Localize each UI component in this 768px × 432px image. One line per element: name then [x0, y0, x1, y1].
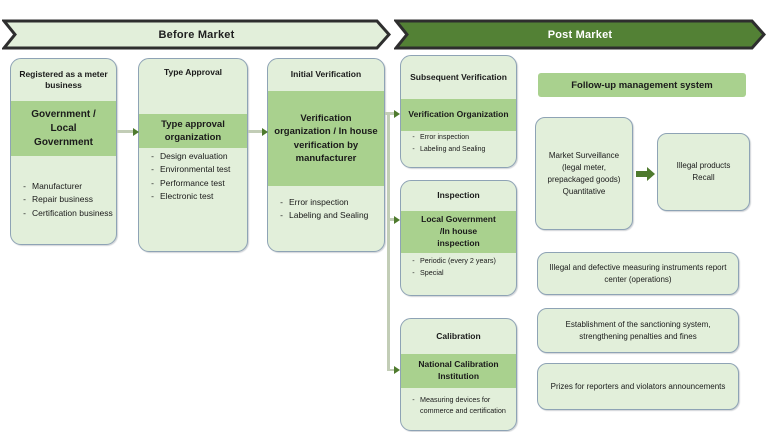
- registered-business-box: Registered as a meter business Governmen…: [10, 58, 117, 245]
- list-item: Periodic (every 2 years): [407, 256, 514, 267]
- illegal-products-text: Illegal products Recall: [676, 161, 731, 182]
- list-item: Repair business: [17, 193, 114, 205]
- list-item: Certification business: [17, 207, 114, 219]
- connector-to-inspection: [389, 218, 394, 221]
- sanctioning-text: Establishment of the sanctioning system,…: [565, 319, 711, 341]
- list-item: Error inspection: [274, 196, 382, 208]
- registered-list: Manufacturer Repair business Certificati…: [11, 156, 116, 222]
- arrowhead-icon: [133, 127, 139, 136]
- connector-type-approval-to-initial-verification: [248, 130, 263, 133]
- list-item: Design evaluation: [145, 150, 245, 162]
- type-approval-band: Type approval organization: [139, 114, 247, 148]
- subsequent-verification-title: Subsequent Verification: [410, 71, 507, 82]
- prizes-box: Prizes for reporters and violators annou…: [537, 363, 739, 410]
- connector-vertical-trunk: [387, 112, 390, 371]
- illegal-products-recall-box: Illegal products Recall: [657, 133, 750, 211]
- inspection-list: Periodic (every 2 years) Special: [401, 253, 516, 282]
- before-market-arrow-shape: [2, 19, 391, 50]
- list-item: Error inspection: [407, 133, 514, 144]
- list-item: Environmental test: [145, 163, 245, 175]
- calibration-title: Calibration: [436, 330, 481, 341]
- initial-verification-title: Initial Verification: [290, 69, 362, 80]
- followup-header: Follow-up management system: [538, 73, 746, 97]
- initial-verification-list: Error inspection Labeling and Sealing: [268, 186, 384, 225]
- initial-verification-band: Verification organization / In house ver…: [268, 91, 384, 186]
- prizes-text: Prizes for reporters and violators annou…: [550, 381, 726, 391]
- arrowhead-icon: [262, 127, 268, 136]
- type-approval-title: Type Approval: [163, 67, 223, 77]
- subsequent-verification-box: Subsequent Verification Verification Org…: [400, 55, 517, 168]
- registered-title: Registered as a meter business: [19, 68, 108, 90]
- before-market-label: Before Market: [158, 28, 235, 41]
- before-market-banner: Before Market: [2, 19, 391, 50]
- inspection-title: Inspection: [437, 190, 480, 201]
- list-item: Performance test: [145, 177, 245, 189]
- type-approval-list: Design evaluation Environmental test Per…: [139, 148, 247, 205]
- registered-band: Government / Local Government: [11, 101, 116, 156]
- list-item: Labeling and Sealing: [274, 209, 382, 221]
- arrowhead-icon: [394, 109, 400, 118]
- sanctioning-system-box: Establishment of the sanctioning system,…: [537, 308, 739, 353]
- connector-initial-to-subsequent-verification: [385, 112, 394, 115]
- initial-verification-box: Initial Verification Verification organi…: [267, 58, 385, 252]
- post-market-banner: Post Market: [394, 19, 766, 50]
- market-surveillance-box: Market Surveillance (legal meter, prepac…: [535, 117, 633, 230]
- inspection-band: Local Government /In house inspection: [401, 211, 516, 253]
- list-item: Labeling and Sealing: [407, 145, 514, 156]
- arrowhead-icon: [394, 366, 400, 374]
- report-center-box: Illegal and defective measuring instrume…: [537, 252, 739, 295]
- connector-registered-to-type-approval: [117, 130, 133, 133]
- arrowhead-icon: [394, 215, 400, 224]
- report-center-text: Illegal and defective measuring instrume…: [549, 262, 727, 284]
- list-item: Electronic test: [145, 190, 245, 202]
- post-market-label: Post Market: [547, 28, 613, 41]
- list-item: Special: [407, 268, 514, 279]
- type-approval-box: Type Approval Type approval organization…: [138, 58, 248, 252]
- calibration-band: National Calibration Institution: [401, 354, 516, 388]
- calibration-list: Measuring devices for commerce and certi…: [401, 388, 516, 420]
- list-item: Manufacturer: [17, 180, 114, 192]
- connector-to-calibration: [389, 368, 394, 371]
- inspection-box: Inspection Local Government /In house in…: [400, 180, 517, 296]
- market-surveillance-text: Market Surveillance (legal meter, prepac…: [547, 150, 621, 196]
- post-market-arrow-shape: [394, 19, 766, 50]
- subsequent-verification-band: Verification Organization: [401, 99, 516, 131]
- list-item: Measuring devices for commerce and certi…: [407, 395, 514, 417]
- recall-block-arrow-icon: [636, 166, 656, 182]
- calibration-box: Calibration National Calibration Institu…: [400, 318, 517, 431]
- subsequent-verification-list: Error inspection Labeling and Sealing: [401, 131, 516, 158]
